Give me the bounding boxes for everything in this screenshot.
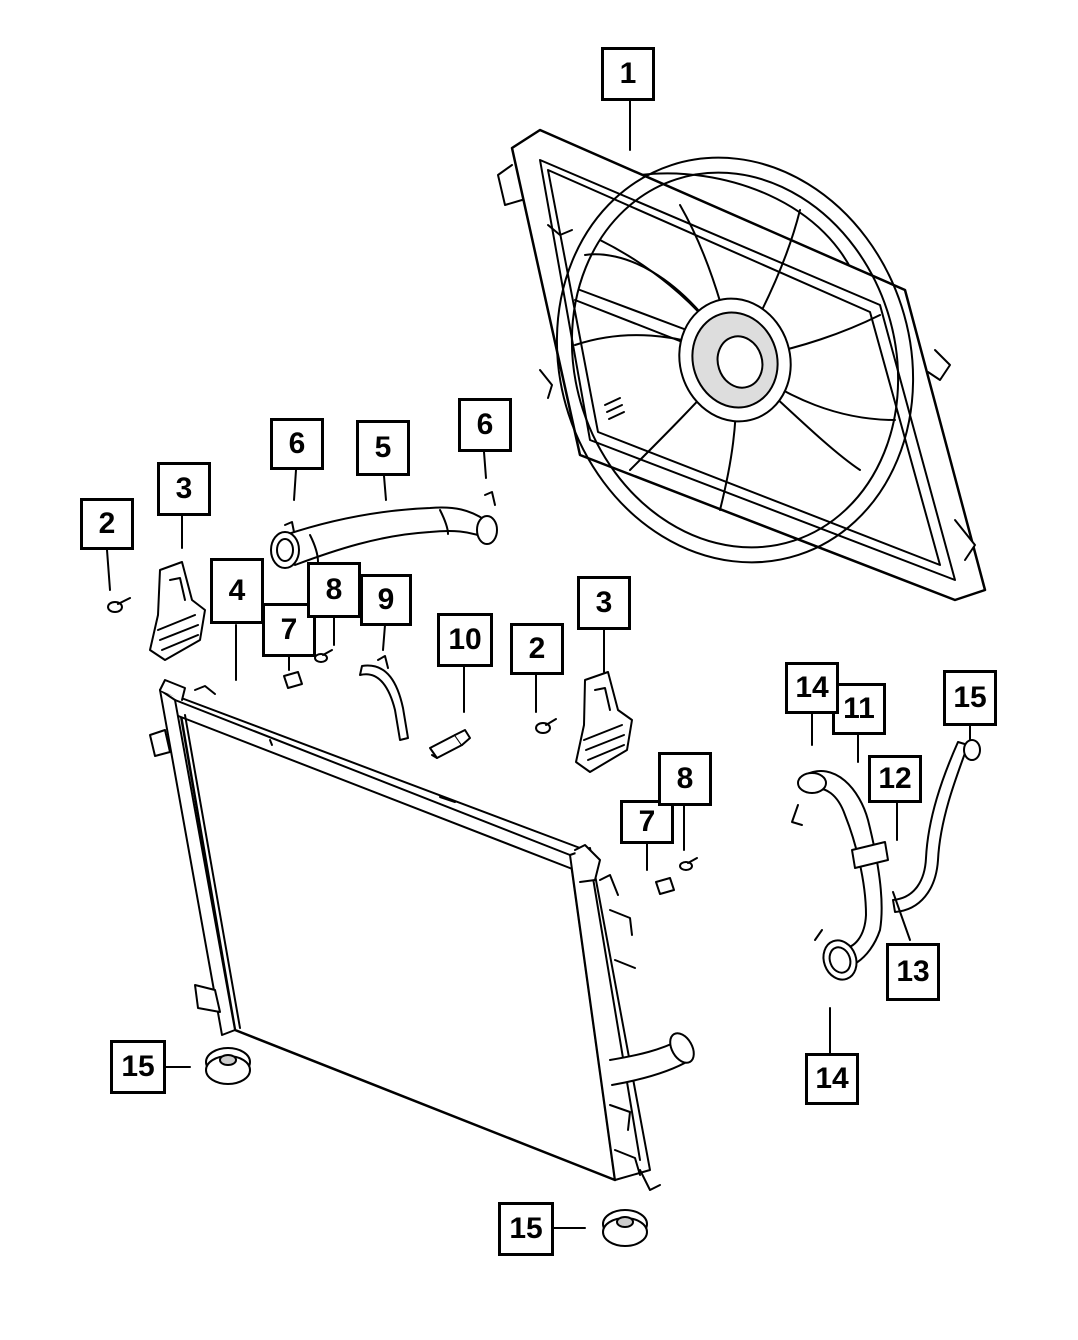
- screw-right: [679, 857, 698, 871]
- callout-15-left: 15: [110, 1040, 166, 1094]
- callout-14-bottom: 14: [805, 1053, 859, 1105]
- screw-left: [314, 649, 333, 663]
- callout-7-right: 7: [620, 800, 674, 844]
- callout-9: 9: [360, 574, 412, 626]
- callout-3-left: 3: [157, 462, 211, 516]
- callout-14-top: 14: [785, 662, 839, 714]
- callout-8-left: 8: [307, 562, 361, 618]
- callout-6-left: 6: [270, 418, 324, 470]
- clip-right: [655, 877, 675, 895]
- radiator-bracket-left: [149, 561, 206, 661]
- overflow-hose: [892, 739, 981, 913]
- clip-left: [283, 671, 303, 689]
- callout-15-bottom: 15: [498, 1202, 554, 1256]
- callout-5: 5: [356, 420, 410, 476]
- callout-7-left: 7: [262, 603, 316, 657]
- callout-1: 1: [601, 47, 655, 101]
- callout-15-right: 15: [943, 670, 997, 726]
- lower-radiator-hose: [791, 770, 889, 981]
- callout-8-right: 8: [658, 752, 712, 806]
- radiator: [149, 679, 695, 1191]
- callout-11: 11: [832, 683, 886, 735]
- bolt-left: [107, 597, 131, 613]
- bolt-right: [535, 718, 557, 734]
- callout-13: 13: [886, 943, 940, 1001]
- callout-6-right: 6: [458, 398, 512, 452]
- callout-3-right: 3: [577, 576, 631, 630]
- callout-10: 10: [437, 613, 493, 667]
- cooling-fan-shroud: [497, 128, 987, 602]
- insulator-bottom: [602, 1209, 648, 1247]
- temperature-sensor: [429, 729, 471, 759]
- callout-4: 4: [210, 558, 264, 624]
- radiator-bracket-right: [575, 671, 633, 773]
- callout-2-left: 2: [80, 498, 134, 550]
- callout-12: 12: [868, 755, 922, 803]
- insulator-left: [205, 1047, 251, 1085]
- leader-lines: [106, 99, 971, 1229]
- vent-tube: [359, 655, 409, 741]
- callout-2-right: 2: [510, 623, 564, 675]
- upper-radiator-hose: [270, 491, 498, 569]
